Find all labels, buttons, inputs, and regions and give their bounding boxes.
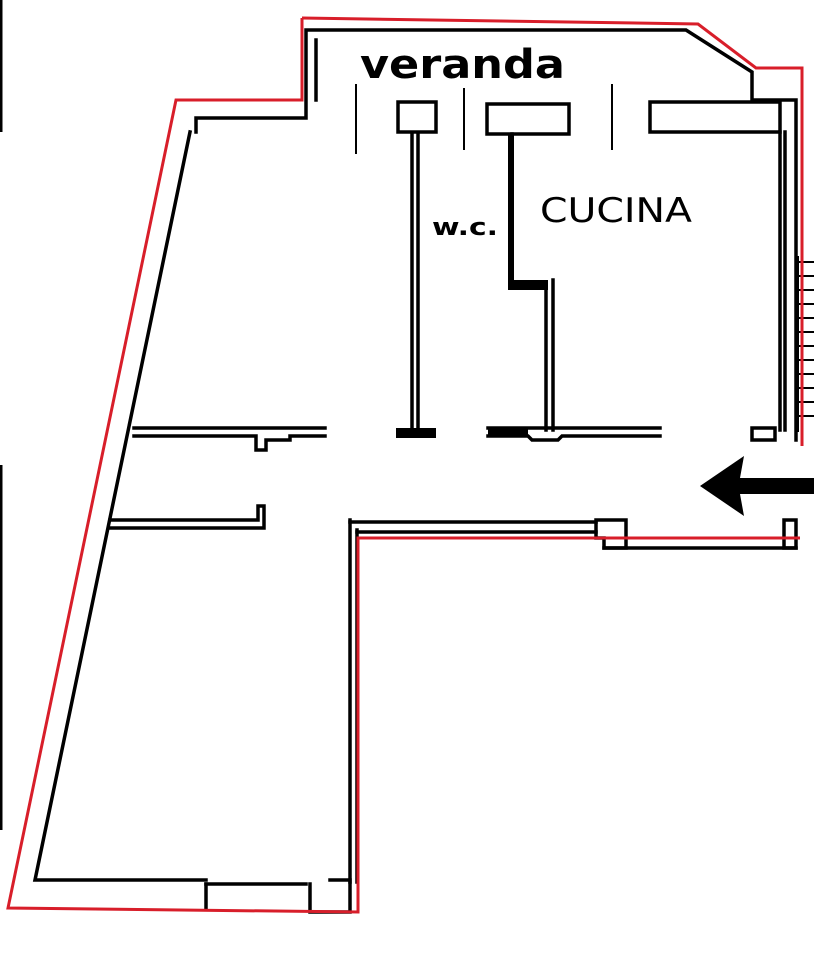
veranda-structure [355,84,782,154]
wc-label: w.c. [432,213,498,241]
balcony-railing [797,256,814,432]
unit-outline-lower [6,18,800,914]
veranda-label: veranda [360,42,565,88]
cucina-label: CUCINA [540,191,692,231]
arrow-left-icon [700,456,814,516]
unit-outline [301,16,804,446]
outer-walls [32,28,798,886]
